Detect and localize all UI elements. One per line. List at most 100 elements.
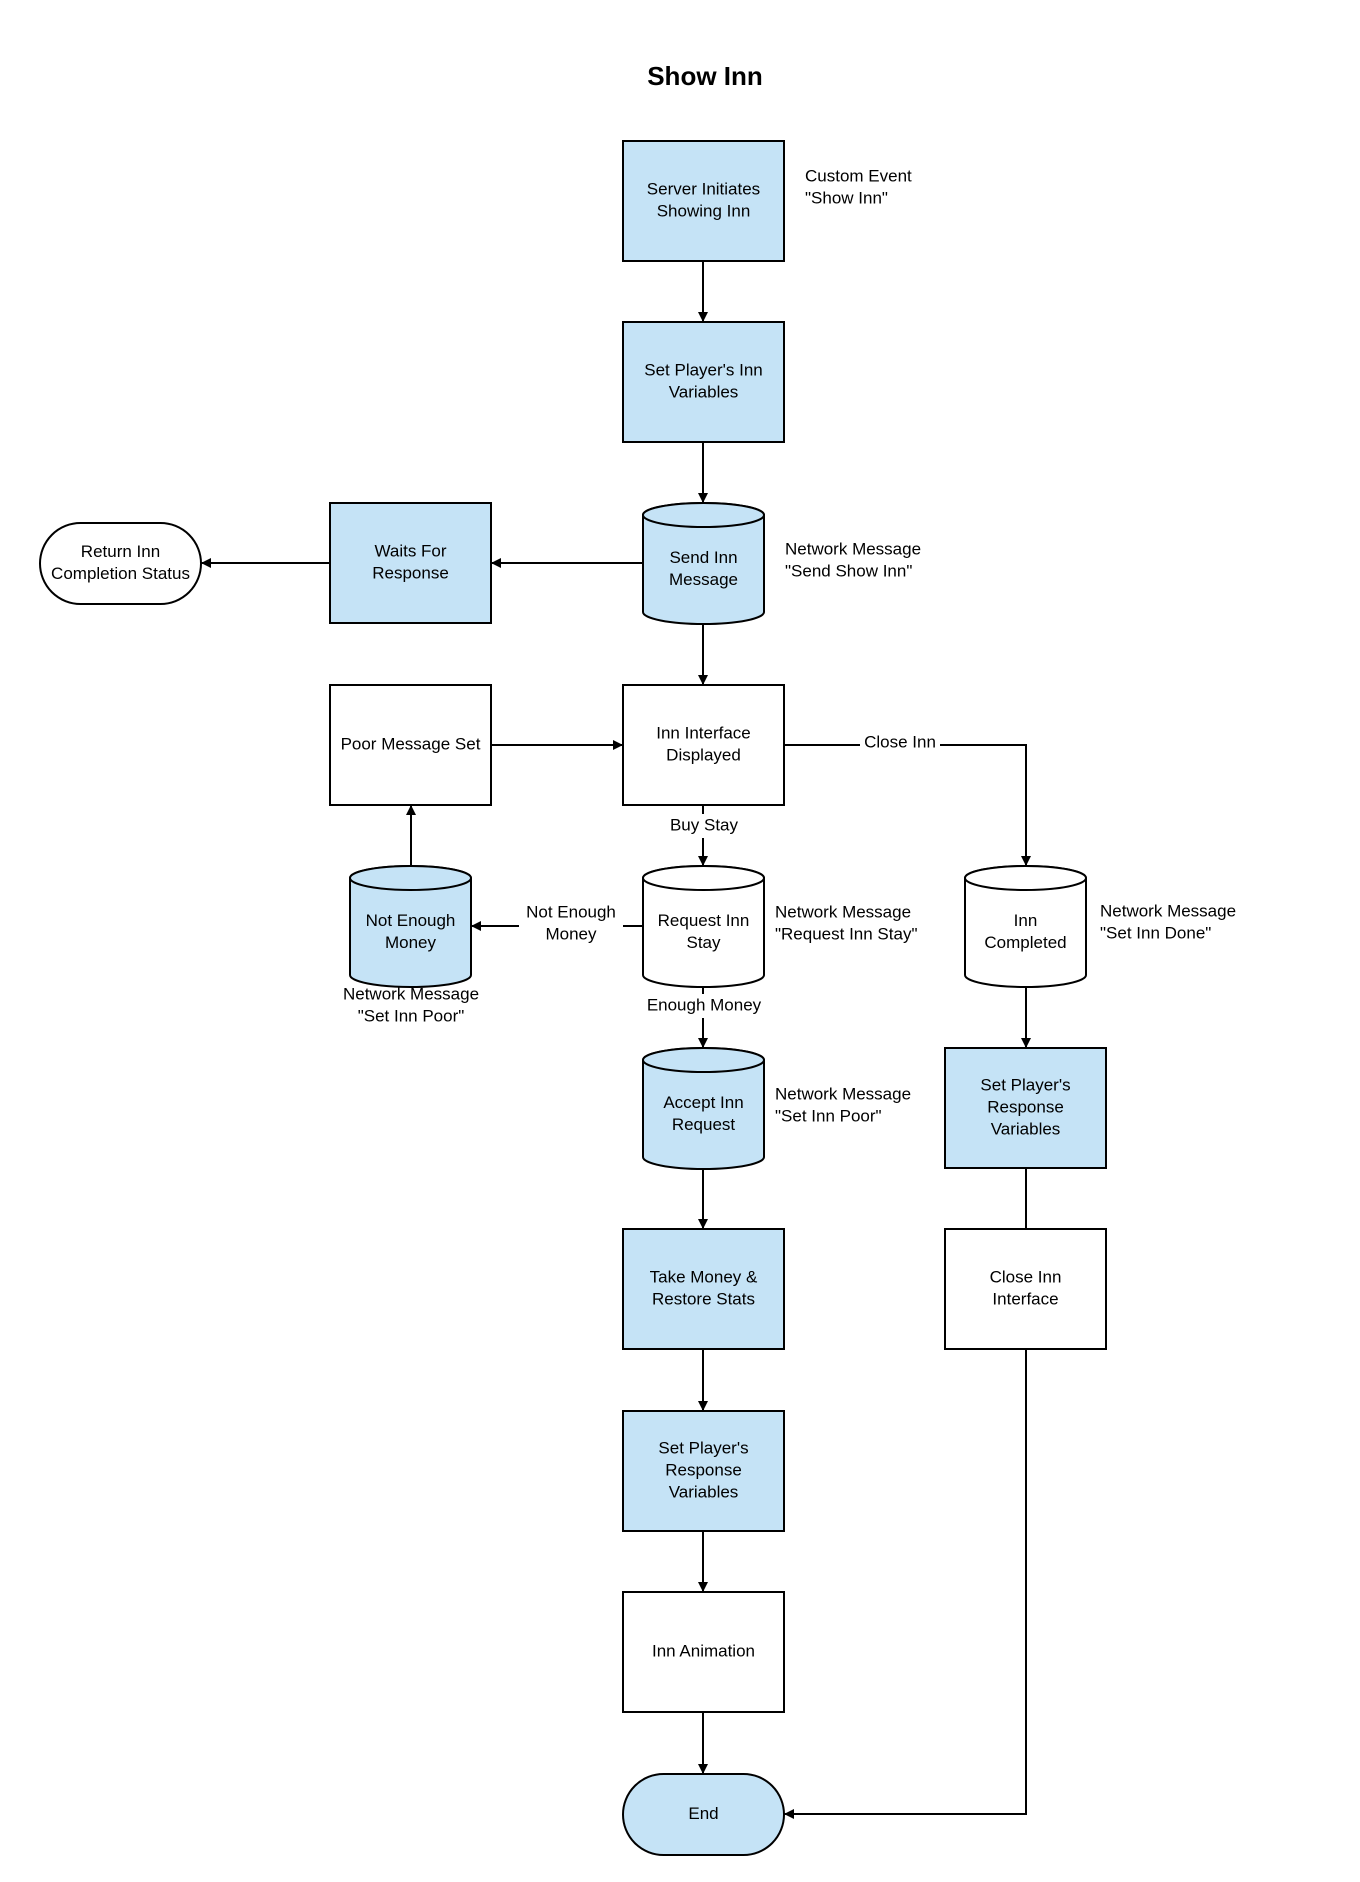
edge-label-bg — [664, 814, 744, 838]
edge-label-text: Close Inn — [864, 732, 936, 751]
node-label: Send Inn — [669, 548, 737, 567]
node-shape-top — [964, 865, 1087, 891]
annotation-text: Custom Event — [805, 166, 912, 185]
node-label: Restore Stats — [652, 1289, 755, 1308]
edge-label-text: Money — [545, 924, 597, 943]
node-label: Not Enough — [366, 911, 456, 930]
node-label: Response — [372, 563, 449, 582]
node-label: Take Money & — [650, 1267, 758, 1286]
node-label: Request — [672, 1115, 736, 1134]
node-label: Completion Status — [51, 564, 190, 583]
node-label: Request Inn — [658, 911, 750, 930]
annotations: Custom Event"Show Inn" Network Message "Se… — [343, 166, 1236, 1125]
node-shape — [944, 1047, 1107, 1169]
annotation-text: Network Message — [775, 902, 911, 921]
node-poor-message-set: Poor Message Set — [329, 684, 492, 806]
annotation-text: Network Message — [785, 539, 921, 558]
annotation-net-set-done: Network Message "Set Inn Done" — [1100, 901, 1236, 942]
node-label: Return Inn — [81, 542, 160, 561]
node-label: Variables — [669, 382, 739, 401]
node-shape — [329, 684, 492, 806]
edge-label-text: Buy Stay — [670, 815, 739, 834]
node-inn-animation: Inn Animation — [622, 1591, 785, 1713]
node-label: Waits For — [374, 541, 446, 560]
annotation-text: "Set Inn Poor" — [775, 1106, 882, 1125]
node-label: Displayed — [666, 745, 741, 764]
node-label: Response — [665, 1460, 742, 1479]
annotation-custom-event: Custom Event"Show Inn" — [805, 166, 912, 207]
edge-label-buy-stay: Buy Stay — [664, 814, 744, 838]
node-shape — [622, 140, 785, 262]
annotation-net-send-show: Network Message "Send Show Inn" — [785, 539, 921, 580]
edge-label-bg — [519, 900, 623, 948]
diagram-title: Show Inn — [647, 61, 763, 91]
node-shape — [622, 1591, 785, 1713]
node-label: Message — [669, 570, 738, 589]
node-shape — [329, 502, 492, 624]
node-shape-top — [349, 865, 472, 891]
annotation-text: Network Message — [1100, 901, 1236, 920]
node-label: Variables — [991, 1119, 1061, 1138]
node-label: Poor Message Set — [341, 734, 481, 753]
annotation-text: Network Message — [343, 984, 479, 1003]
node-take-money: Take Money & Restore Stats — [622, 1228, 785, 1350]
edge-label-close-inn: Close Inn — [860, 730, 940, 756]
node-end: End — [622, 1773, 785, 1856]
node-label: Set Player's — [658, 1438, 748, 1457]
node-shape-top — [642, 1047, 765, 1073]
node-shape — [622, 1410, 785, 1532]
node-label: Stay — [686, 933, 721, 952]
edge-close-to-end — [784, 1349, 1027, 1819]
node-label: Showing Inn — [657, 201, 751, 220]
annotation-text: "Set Inn Done" — [1100, 923, 1211, 942]
annotation-net-set-poor-accept: Network Message"Set Inn Poor" — [775, 1084, 911, 1125]
node-shape — [39, 522, 202, 605]
node-shape — [622, 321, 785, 443]
node-label: Inn — [1014, 911, 1038, 930]
edge-interface-to-closeinn — [784, 744, 1031, 866]
node-label: Set Player's Inn — [644, 360, 763, 379]
annotation-text: "Set Inn Poor" — [358, 1006, 465, 1025]
edge-label-bg — [642, 994, 766, 1018]
edges — [201, 261, 1031, 1819]
edge-label-enough-money: Enough Money — [642, 994, 766, 1018]
annotation-net-request-stay: Network Message "Request Inn Stay" — [775, 902, 917, 943]
node-label: Interface — [992, 1289, 1058, 1308]
edge-label-bg — [860, 730, 940, 756]
node-label: Accept Inn — [663, 1093, 743, 1112]
node-shape-top — [642, 502, 765, 528]
node-label: Set Player's — [980, 1075, 1070, 1094]
node-shape — [622, 1773, 785, 1856]
node-label: Close Inn — [990, 1267, 1062, 1286]
node-label: Server Initiates — [647, 179, 760, 198]
node-label: Inn Interface — [656, 723, 751, 742]
node-shape-top — [642, 865, 765, 891]
node-label: Inn Animation — [652, 1641, 755, 1660]
node-shape — [622, 1228, 785, 1350]
edge-label-text: Enough Money — [647, 995, 762, 1014]
annotation-net-set-poor-left: Network Message "Set Inn Poor" — [343, 984, 479, 1025]
node-label: Variables — [669, 1482, 739, 1501]
node-label: Completed — [984, 933, 1066, 952]
annotation-text: "Request Inn Stay" — [775, 924, 917, 943]
annotation-text: "Send Show Inn" — [785, 561, 912, 580]
edge-label-text: Not Enough — [526, 902, 616, 921]
node-label: Money — [385, 933, 437, 952]
node-label: Response — [987, 1097, 1064, 1116]
